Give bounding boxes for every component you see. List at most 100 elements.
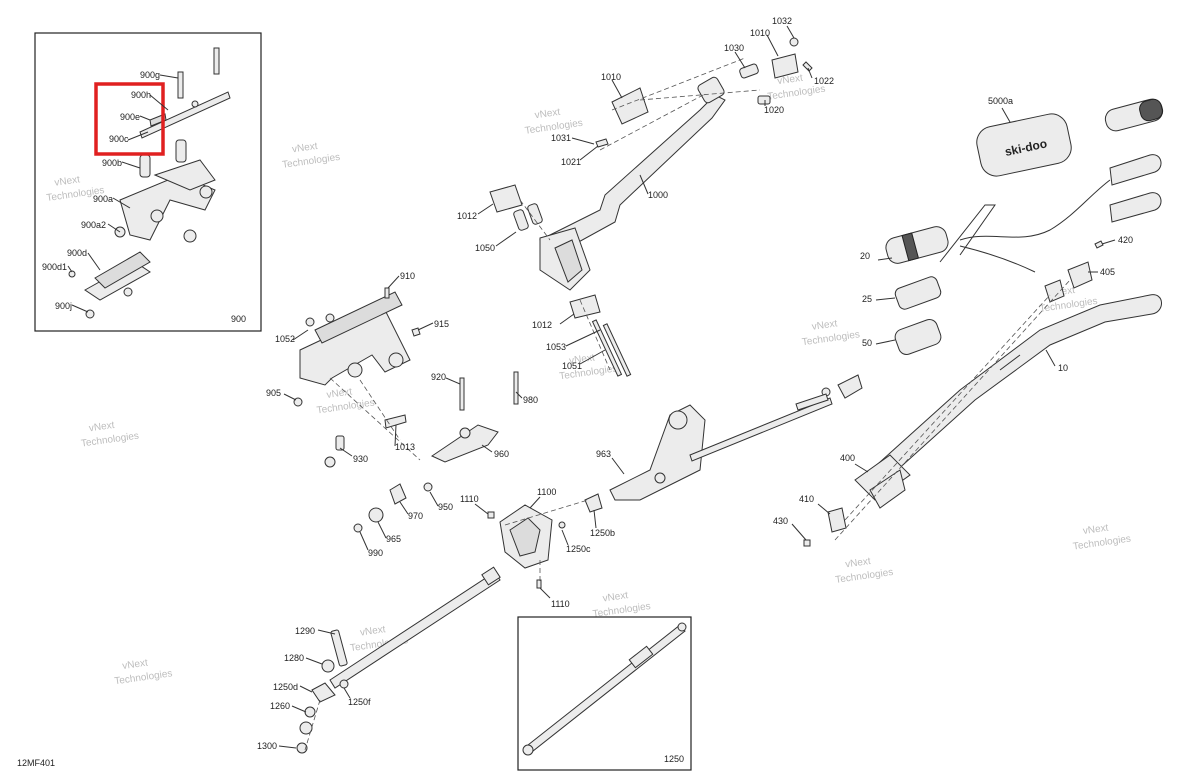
callout-5000a: 5000a: [988, 96, 1013, 106]
handlebar-dashes: [834, 279, 1071, 541]
callout-25: 25: [862, 294, 872, 304]
callout-1300: 1300: [257, 741, 277, 751]
callout-labels: 900g 900h 900e 900c 900b 900a 900a2 900d…: [17, 16, 1133, 768]
callout-1032: 1032: [772, 16, 792, 26]
callout-1280: 1280: [284, 653, 304, 663]
svg-text:vNext: vNext: [845, 556, 872, 570]
handlebar-leaders: [791, 107, 1116, 541]
steering-dashes: [519, 57, 761, 371]
callout-1250f: 1250f: [348, 697, 371, 707]
svg-text:Technologies: Technologies: [316, 397, 375, 416]
callout-1051: 1051: [562, 361, 582, 371]
callout-1012-top: 1012: [457, 211, 477, 221]
callout-1021: 1021: [561, 157, 581, 167]
callout-960: 960: [494, 449, 509, 459]
callout-1013: 1013: [395, 442, 415, 452]
callout-1031: 1031: [551, 133, 571, 143]
callout-900j: 900j: [55, 301, 72, 311]
callout-910: 910: [400, 271, 415, 281]
inset-1250-parts: [522, 622, 687, 756]
svg-text:vNext: vNext: [569, 352, 596, 366]
callout-1020: 1020: [764, 105, 784, 115]
callout-900g: 900g: [140, 70, 160, 80]
svg-text:vNext: vNext: [88, 420, 115, 434]
callout-950: 950: [438, 502, 453, 512]
callout-1250: 1250: [664, 754, 684, 764]
highlight-rectangle: [94, 82, 165, 156]
callout-1260: 1260: [270, 701, 290, 711]
svg-text:vNext: vNext: [326, 386, 353, 400]
callout-1250b: 1250b: [590, 528, 615, 538]
callout-400: 400: [840, 453, 855, 463]
callout-900d: 900d: [67, 248, 87, 258]
callout-965: 965: [386, 534, 401, 544]
callout-1050: 1050: [475, 243, 495, 253]
callout-900b: 900b: [102, 158, 122, 168]
callout-1022: 1022: [814, 76, 834, 86]
callout-1030: 1030: [724, 43, 744, 53]
callout-900h: 900h: [131, 90, 151, 100]
callout-900d1: 900d1: [42, 262, 67, 272]
callout-50: 50: [862, 338, 872, 348]
arm-dashes: [304, 499, 589, 751]
callout-10: 10: [1058, 363, 1068, 373]
svg-text:Technologies: Technologies: [281, 152, 340, 171]
support-dashes: [329, 377, 421, 461]
svg-text:vNext: vNext: [359, 624, 386, 638]
svg-text:vNext: vNext: [291, 141, 318, 155]
callout-970: 970: [408, 511, 423, 521]
steering-leaders: [477, 25, 813, 365]
svg-text:vNext: vNext: [54, 174, 81, 188]
inset-box-900: [34, 32, 262, 332]
handlebar-parts: ski-doo: [803, 98, 1164, 547]
callout-900a: 900a: [93, 194, 113, 204]
support-leaders: [283, 275, 523, 551]
callout-1012-bottom: 1012: [532, 320, 552, 330]
diagram-code: 12MF401: [17, 758, 55, 768]
inset-900-parts: [68, 47, 231, 319]
callout-1052: 1052: [275, 334, 295, 344]
svg-text:Technologies: Technologies: [801, 329, 860, 348]
callout-963: 963: [596, 449, 611, 459]
callout-930: 930: [353, 454, 368, 464]
inset-900-leaders: [67, 74, 179, 313]
svg-text:vNext: vNext: [602, 590, 629, 604]
callout-1000: 1000: [648, 190, 668, 200]
callout-1250c: 1250c: [566, 544, 591, 554]
callout-915: 915: [434, 319, 449, 329]
callout-430: 430: [773, 516, 788, 526]
callout-1010-left: 1010: [601, 72, 621, 82]
svg-text:Technologies: Technologies: [767, 84, 826, 103]
callout-1110-bottom: 1110: [551, 599, 570, 609]
callout-980: 980: [523, 395, 538, 405]
callout-900a2: 900a2: [81, 220, 106, 230]
callout-905: 905: [266, 388, 281, 398]
svg-text:vNext: vNext: [534, 107, 561, 121]
callout-1250d: 1250d: [273, 682, 298, 692]
callout-900: 900: [231, 314, 246, 324]
callout-900c: 900c: [109, 134, 129, 144]
callout-20: 20: [860, 251, 870, 261]
callout-410: 410: [799, 494, 814, 504]
callout-1053: 1053: [546, 342, 566, 352]
callout-900e: 900e: [120, 112, 140, 122]
callout-1010-top: 1010: [750, 28, 770, 38]
callout-1100: 1100: [537, 487, 556, 497]
svg-text:vNext: vNext: [122, 658, 149, 672]
svg-text:vNext: vNext: [811, 318, 838, 332]
callout-420: 420: [1118, 235, 1133, 245]
svg-text:Technologies: Technologies: [835, 567, 894, 586]
steering-arm-parts: [296, 393, 833, 754]
callout-405: 405: [1100, 267, 1115, 277]
callout-920: 920: [431, 372, 446, 382]
callout-1110-top: 1110: [460, 494, 479, 504]
callout-990: 990: [368, 548, 383, 558]
arm-leaders: [278, 457, 625, 749]
callout-1290: 1290: [295, 626, 315, 636]
inset-box-1250: [517, 616, 692, 771]
svg-text:vNext: vNext: [1082, 523, 1109, 537]
steering-column-parts: [489, 37, 813, 377]
